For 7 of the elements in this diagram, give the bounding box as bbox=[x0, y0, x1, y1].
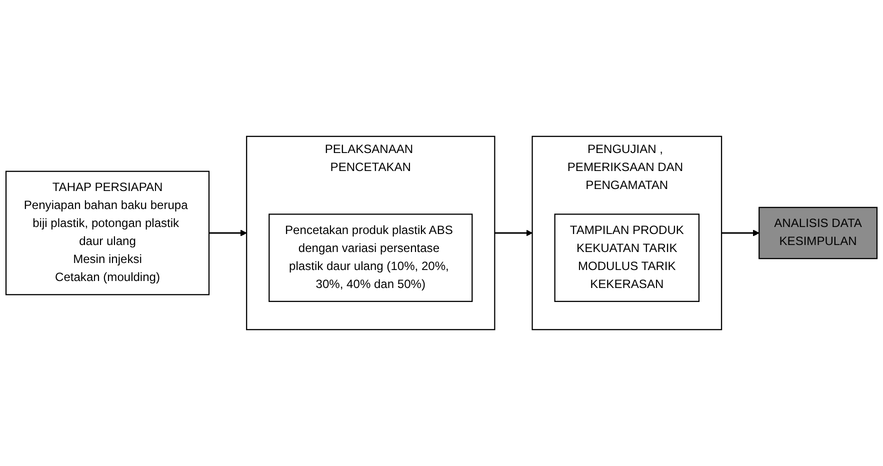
node-box: Pencetakan produk plastik ABS dengan variasi persentase plastik daur ulang (10%, 20%, 30%, 40% dan 50%) bbox=[268, 214, 473, 302]
node-box: ANALISIS DATA KESIMPULAN bbox=[758, 206, 878, 260]
arrow bbox=[209, 230, 247, 236]
node-box: TAMPILAN PRODUK KEKUATAN TARIK MODULUS TARIK KEKERASAN bbox=[554, 214, 700, 302]
arrow bbox=[494, 230, 533, 236]
node-box: TAHAP PERSIAPAN Penyiapan bahan baku berupa biji plastik, potongan plastik daur ulang Mesin injeksi Cetakan (moulding) bbox=[5, 170, 210, 296]
arrow bbox=[722, 230, 760, 236]
